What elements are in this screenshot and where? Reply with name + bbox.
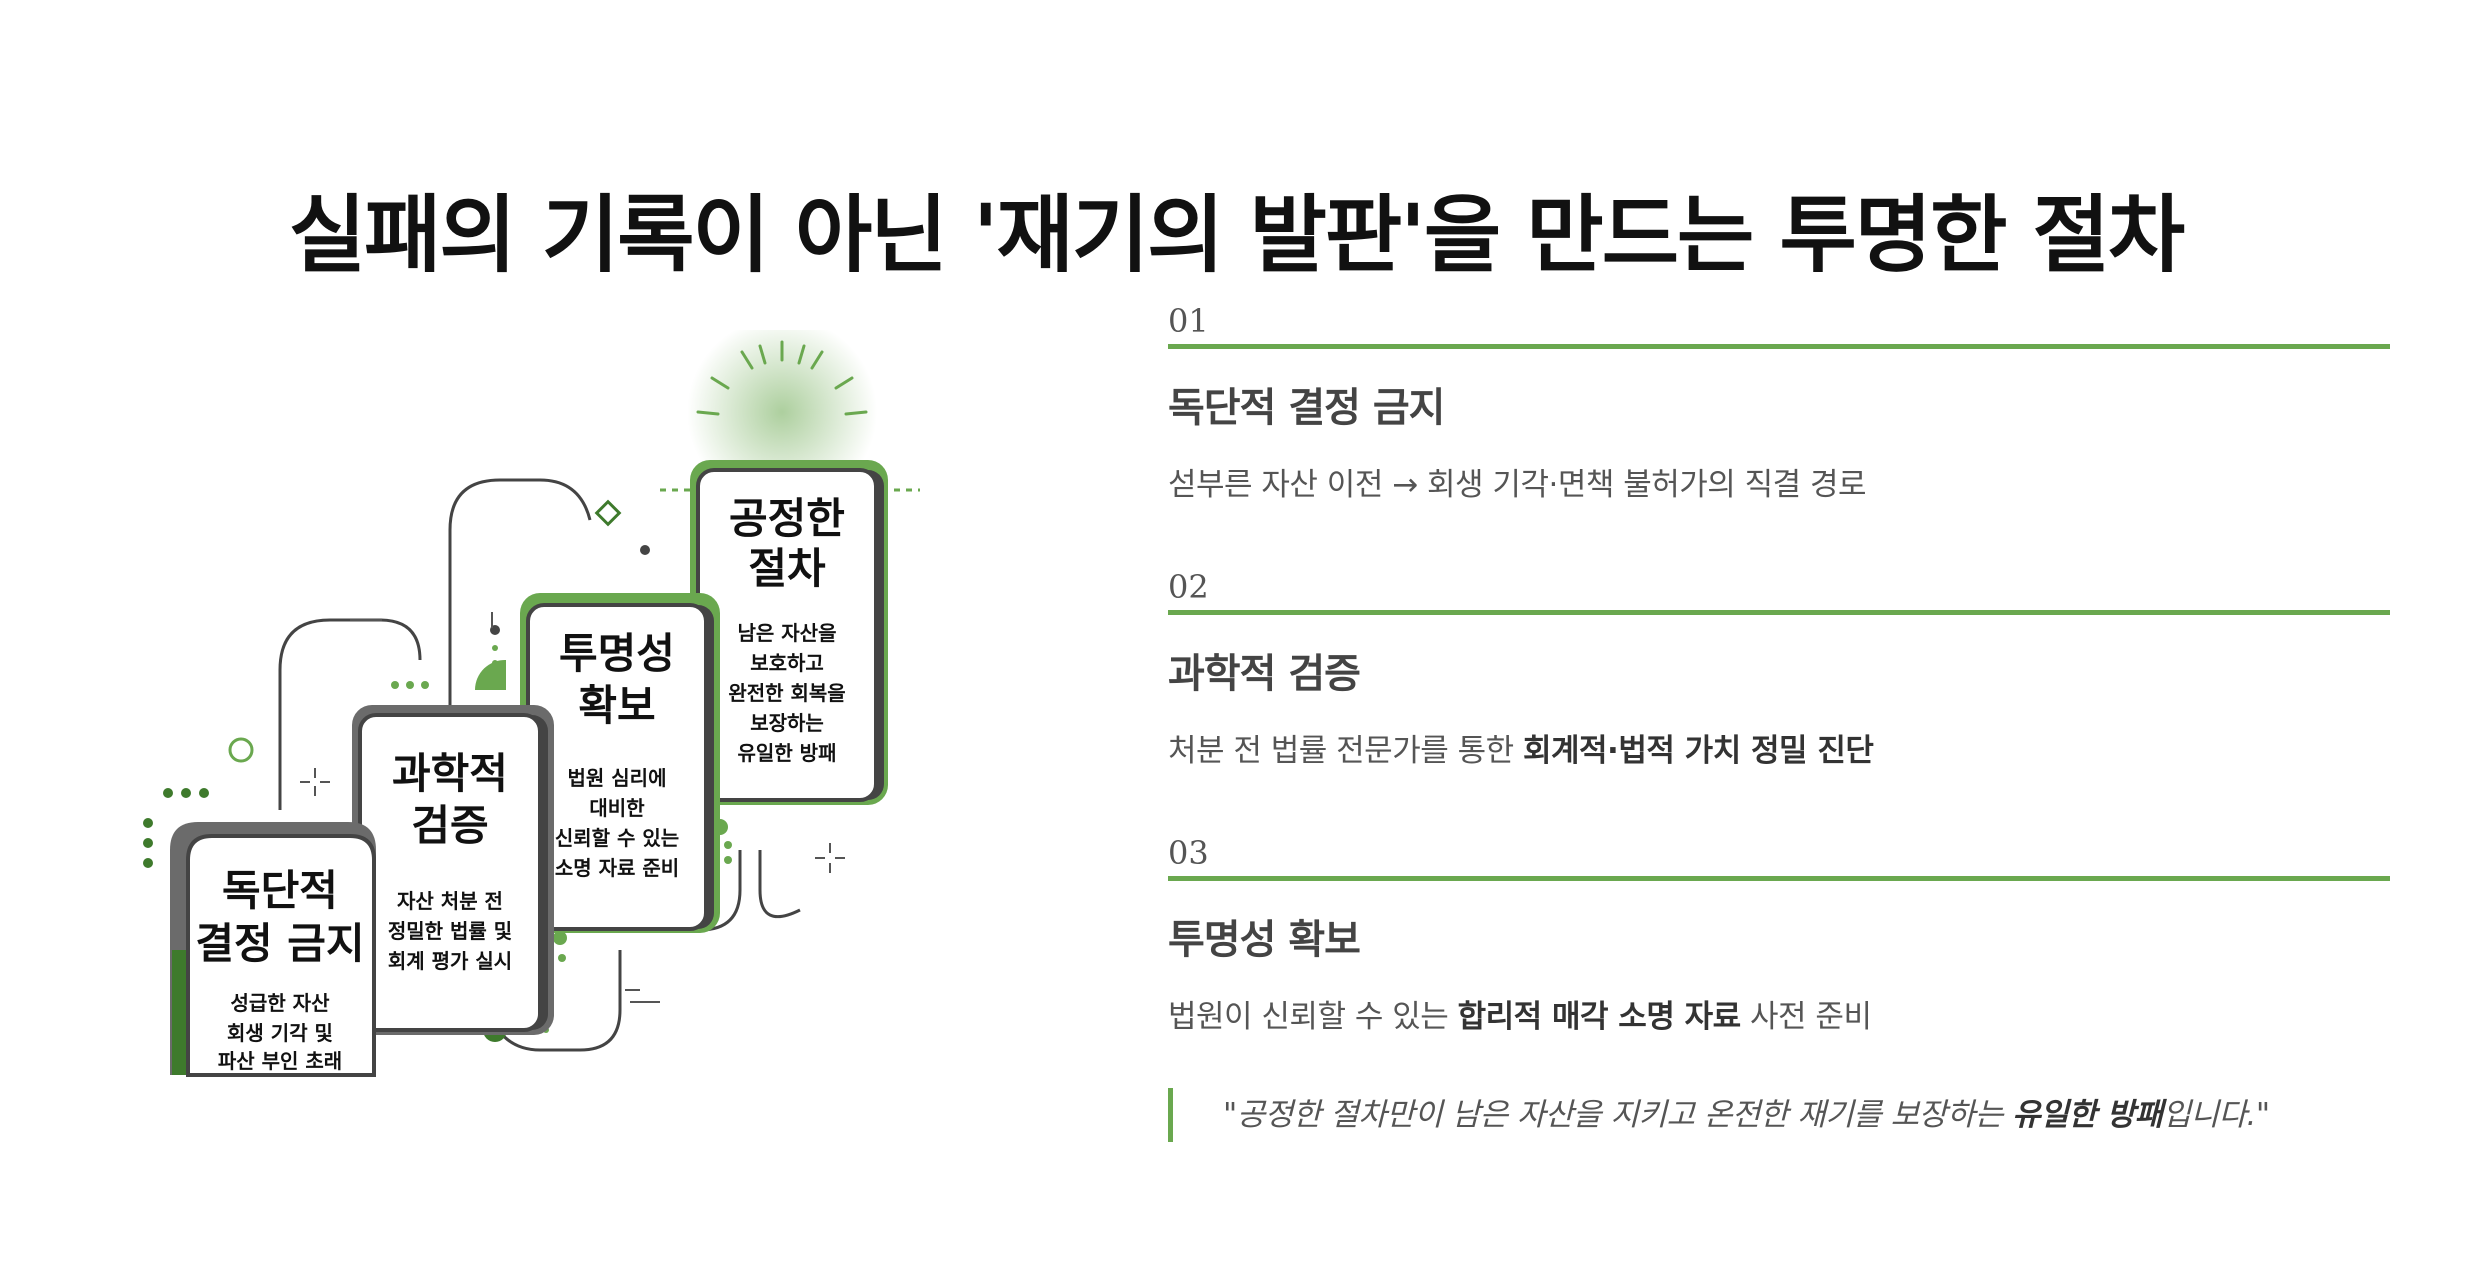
- card-no-arbitrary-decision: 독단적 결정 금지 성급한 자산 회생 기각 및 파산 부인 초래: [170, 822, 376, 1077]
- step-desc-text: 처분 전 법률 전문가를 통한: [1168, 733, 1523, 769]
- step-divider: [1168, 876, 2390, 881]
- card-fair-procedure: 공정한 절차 남은 자산을 보호하고 완전한 회복을 보장하는 유일한 방패: [690, 460, 888, 805]
- card2-body-2: 정밀한 법률 및: [388, 919, 512, 943]
- step-item: 03 투명성 확보 법원이 신뢰할 수 있는 합리적 매각 소명 자료 사전 준…: [1168, 830, 2390, 1096]
- step-number: 03: [1168, 834, 1209, 872]
- step-desc-text-after: 사전 준비: [1740, 999, 1872, 1035]
- card-transparency: 투명성 확보 법원 심리에 대비한 신뢰할 수 있는 소명 자료 준비: [520, 593, 720, 933]
- card1-title-1: 독단적: [222, 866, 338, 915]
- card4-body-4: 보장하는: [750, 711, 824, 735]
- step-description: 법원이 신뢰할 수 있는 합리적 매각 소명 자료 사전 준비: [1168, 991, 2390, 1036]
- card2-title-1: 과학적: [392, 749, 508, 798]
- card1-body-3: 파산 부인 초래: [218, 1049, 342, 1073]
- step-divider: [1168, 610, 2390, 615]
- card2-title-2: 검증: [411, 801, 488, 850]
- card4-body-2: 보호하고: [750, 651, 824, 675]
- card2-body-3: 회계 평가 실시: [388, 949, 512, 973]
- closing-quote: "공정한 절차만이 남은 자산을 지키고 온전한 재기를 보장하는 유일한 방패…: [1168, 1088, 2270, 1142]
- card4-title-1: 공정한: [729, 494, 845, 543]
- step-item: 01 독단적 결정 금지 섣부른 자산 이전 → 회생 기각·면책 불허가의 직…: [1168, 298, 2390, 564]
- card3-body-2: 대비한: [589, 796, 645, 820]
- card1-body-2: 회생 기각 및: [227, 1021, 333, 1045]
- step-title: 투명성 확보: [1168, 917, 1361, 963]
- quote-emphasis: 유일한 방패: [2012, 1097, 2163, 1133]
- step-divider: [1168, 344, 2390, 349]
- quote-text-after: 입니다.": [2162, 1097, 2271, 1133]
- step-desc-text: 법원이 신뢰할 수 있는: [1168, 999, 1458, 1035]
- card4-body-1: 남은 자산을: [738, 621, 837, 645]
- step-desc-text: 섣부른 자산 이전 → 회생 기각·면책 불허가의 직결 경로: [1168, 467, 1867, 503]
- card4-body-5: 유일한 방패: [738, 741, 837, 765]
- card3-title-1: 투명성: [559, 629, 675, 678]
- card4-title-2: 절차: [748, 544, 826, 593]
- step-title: 독단적 결정 금지: [1168, 385, 1445, 431]
- card3-body-4: 소명 자료 준비: [555, 856, 679, 880]
- step-desc-emphasis: 합리적 매각 소명 자료: [1457, 999, 1742, 1035]
- card2-body-1: 자산 처분 전: [397, 889, 503, 913]
- step-number: 02: [1168, 568, 1209, 606]
- step-item: 02 과학적 검증 처분 전 법률 전문가를 통한 회계적·법적 가치 정밀 진…: [1168, 564, 2390, 830]
- sparkle-icons: [300, 612, 845, 1003]
- card3-title-2: 확보: [578, 681, 655, 730]
- card4-body-3: 완전한 회복을: [728, 681, 845, 705]
- step-title: 과학적 검증: [1168, 651, 1361, 697]
- step-description: 섣부른 자산 이전 → 회생 기각·면책 불허가의 직결 경로: [1168, 459, 2390, 504]
- quote-text: "공정한 절차만이 남은 자산을 지키고 온전한 재기를 보장하는: [1223, 1097, 2013, 1133]
- page-title: 실패의 기록이 아닌 '재기의 발판'을 만드는 투명한 절차: [288, 186, 2185, 285]
- steps-list: 01 독단적 결정 금지 섣부른 자산 이전 → 회생 기각·면책 불허가의 직…: [1168, 298, 2390, 1096]
- card1-title-2: 결정 금지: [195, 919, 364, 968]
- step-description: 처분 전 법률 전문가를 통한 회계적·법적 가치 정밀 진단: [1168, 725, 2390, 770]
- step-desc-emphasis: 회계적·법적 가치 정밀 진단: [1523, 733, 1874, 769]
- card-scientific-verification: 과학적 검증 자산 처분 전 정밀한 법률 및 회계 평가 실시: [352, 705, 554, 1035]
- step-number: 01: [1168, 302, 1209, 340]
- card3-body-3: 신뢰할 수 있는: [555, 826, 679, 850]
- card1-body-1: 성급한 자산: [231, 991, 331, 1015]
- quarter-circle-icon: [474, 659, 506, 690]
- card3-body-1: 법원 심리에: [568, 766, 667, 790]
- stair-cards-illustration: 공정한 절차 남은 자산을 보호하고 완전한 회복을 보장하는 유일한 방패 투…: [143, 330, 920, 1077]
